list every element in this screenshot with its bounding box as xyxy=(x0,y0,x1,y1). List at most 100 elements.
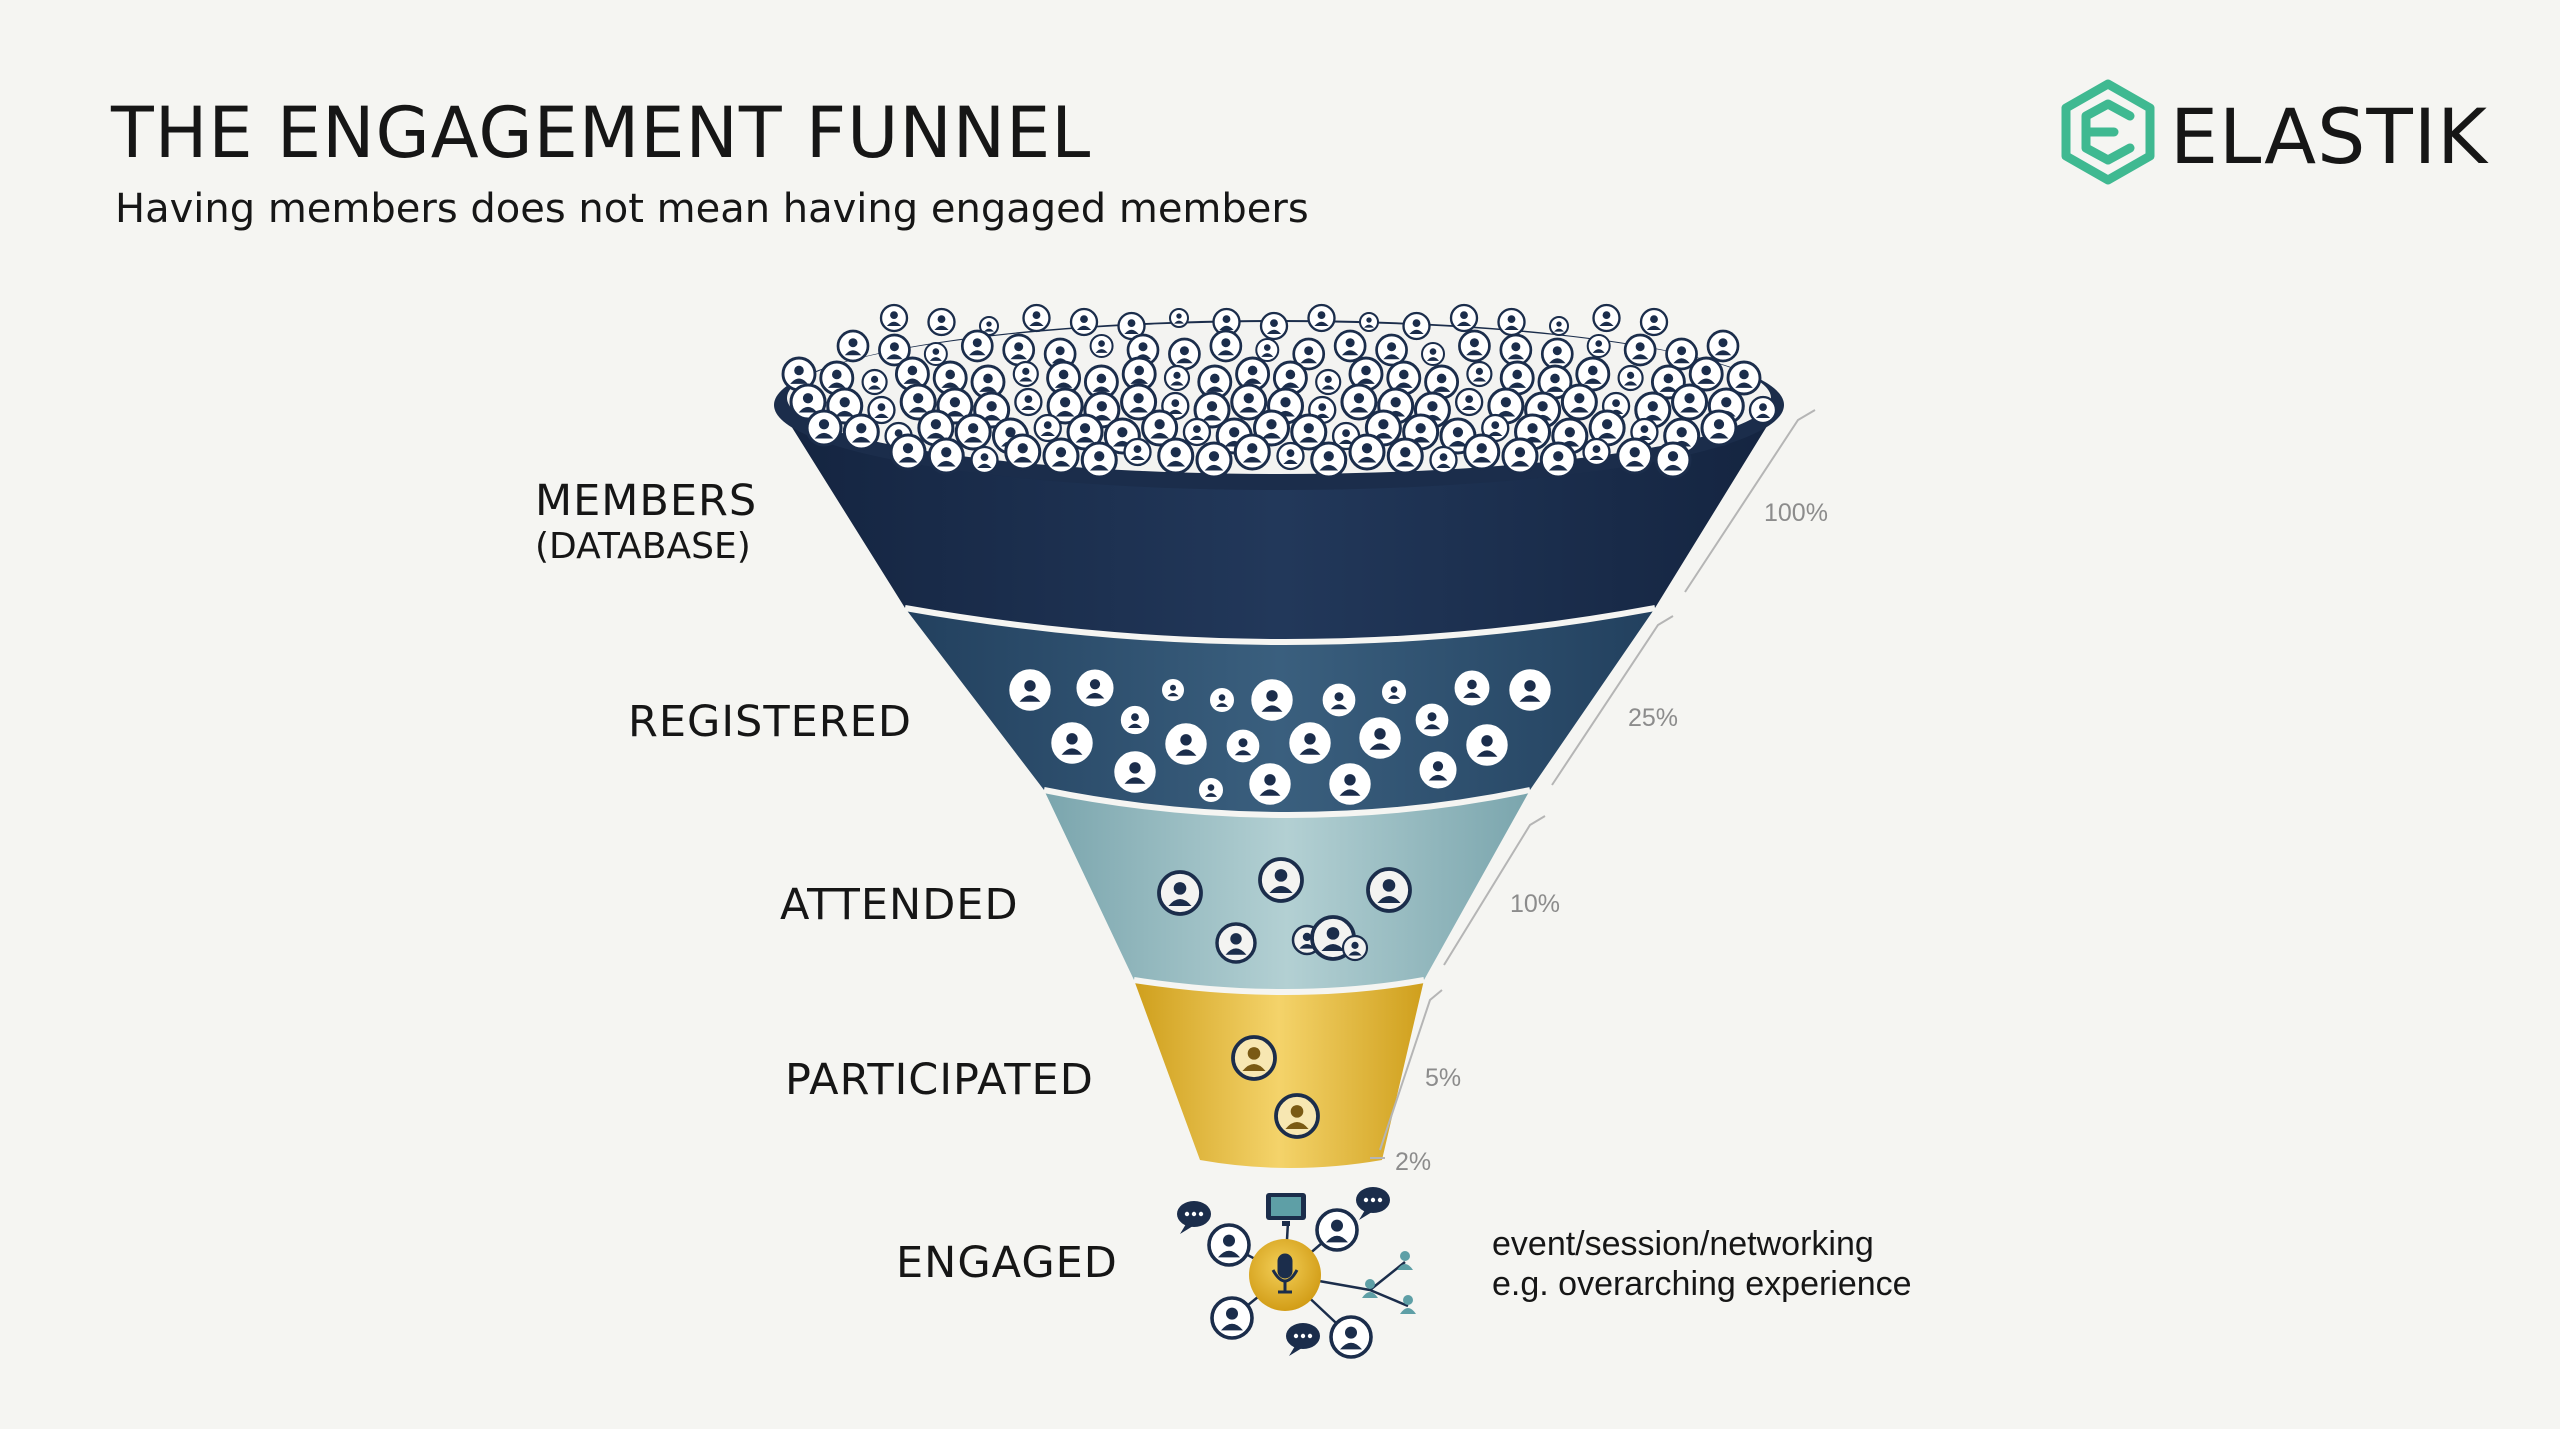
member-avatar-icon xyxy=(1348,433,1386,471)
member-avatar-icon xyxy=(1163,364,1191,392)
member-avatar-icon xyxy=(1623,333,1657,367)
member-avatar-icon xyxy=(879,303,909,333)
small-person-icon xyxy=(1397,1251,1413,1270)
member-avatar-icon xyxy=(1539,441,1577,479)
member-avatar-icon xyxy=(1540,337,1574,371)
member-avatar-icon xyxy=(1700,409,1738,447)
member-avatar-icon xyxy=(1195,441,1233,479)
registered-avatar-icon xyxy=(1226,729,1260,763)
member-avatar-icon xyxy=(1233,433,1271,471)
engaged-avatar-icon xyxy=(1329,1315,1373,1359)
member-avatar-icon xyxy=(1748,395,1778,425)
member-avatar-icon xyxy=(1592,303,1621,333)
member-avatar-icon xyxy=(1252,409,1291,447)
registered-avatar-icon xyxy=(1165,723,1207,765)
member-avatar-icon xyxy=(819,360,855,396)
member-avatar-icon xyxy=(1588,409,1626,447)
member-avatar-icon xyxy=(1069,307,1099,337)
member-avatar-icon xyxy=(1454,387,1484,417)
member-avatar-icon xyxy=(1359,312,1379,332)
member-avatar-icon xyxy=(1549,316,1569,336)
page-subtitle: Having members does not mean having enga… xyxy=(115,186,1309,232)
registered-avatar-icon xyxy=(1120,705,1150,735)
member-avatar-icon xyxy=(954,413,992,451)
registered-avatar-icon xyxy=(1076,669,1114,707)
stage-label-members: MEMBERS (DATABASE) xyxy=(535,476,757,567)
member-avatar-icon xyxy=(1688,356,1724,392)
monitor-icon xyxy=(1266,1193,1306,1226)
percent-participated: 5% xyxy=(1425,1064,1461,1092)
member-avatar-icon xyxy=(1209,329,1243,363)
registered-avatar-icon xyxy=(1251,679,1293,721)
member-avatar-icon xyxy=(1033,413,1062,443)
registered-avatar-icon xyxy=(1415,703,1449,737)
member-avatar-icon xyxy=(1230,383,1268,421)
registered-avatar-icon xyxy=(1051,722,1093,764)
member-avatar-icon xyxy=(1315,368,1342,396)
member-avatar-icon xyxy=(1276,441,1305,471)
member-avatar-icon xyxy=(1665,337,1698,371)
engaged-avatar-icon xyxy=(1210,1296,1254,1340)
registered-avatar-icon xyxy=(1009,669,1051,711)
member-avatar-icon xyxy=(1255,338,1280,362)
member-avatar-icon xyxy=(927,437,965,475)
member-avatar-icon xyxy=(1560,383,1598,421)
stage-members-sublabel: (DATABASE) xyxy=(535,526,751,567)
member-avatar-icon xyxy=(1014,387,1043,417)
page-title: THE ENGAGEMENT FUNNEL xyxy=(111,92,1092,174)
attended-avatar-icon xyxy=(1366,867,1412,913)
registered-avatar-icon xyxy=(1322,683,1356,717)
member-avatar-icon xyxy=(1169,308,1189,328)
member-avatar-icon xyxy=(970,445,999,475)
member-avatar-icon xyxy=(889,433,927,471)
engaged-avatar-icon xyxy=(1315,1208,1359,1252)
brand-logo: ELASTIK xyxy=(2058,78,2487,188)
member-avatar-icon xyxy=(1290,413,1328,451)
chat-bubble-icon xyxy=(1356,1187,1390,1220)
engaged-description: event/session/networking e.g. overarchin… xyxy=(1492,1224,1912,1304)
member-avatar-icon xyxy=(1012,360,1039,388)
member-avatar-icon xyxy=(1537,364,1573,400)
chat-bubbles xyxy=(1177,1187,1390,1356)
registered-avatar-icon xyxy=(1114,751,1156,793)
member-avatar-icon xyxy=(1083,364,1119,400)
member-avatar-icon xyxy=(923,342,948,366)
registered-avatar-icon xyxy=(1329,763,1371,805)
stage-label-engaged: ENGAGED xyxy=(896,1238,1118,1288)
member-avatar-icon xyxy=(1310,441,1348,479)
member-avatar-icon xyxy=(1706,329,1740,363)
member-avatar-icon xyxy=(1235,356,1271,392)
member-avatar-icon xyxy=(1586,334,1611,358)
engaged-network xyxy=(1177,1187,1416,1359)
registered-avatar-icon xyxy=(1210,688,1234,712)
stage-label-attended: ATTENDED xyxy=(780,880,1019,930)
member-avatar-icon xyxy=(1386,437,1424,475)
member-avatar-icon xyxy=(1002,333,1036,367)
attended-avatar-icon xyxy=(1157,870,1203,916)
member-avatar-icon xyxy=(1616,437,1654,475)
member-avatar-icon xyxy=(1004,433,1042,471)
brand-name: ELASTIK xyxy=(2170,92,2489,181)
member-avatar-icon xyxy=(1501,437,1539,475)
member-avatar-icon xyxy=(1463,433,1501,471)
member-avatar-icon xyxy=(894,356,930,392)
member-avatar-icon xyxy=(1466,360,1493,388)
member-avatar-icon xyxy=(979,316,999,336)
member-avatar-icon xyxy=(1458,329,1491,363)
member-avatar-icon xyxy=(1617,364,1644,392)
attended-avatar-icon xyxy=(1258,857,1304,903)
member-avatar-icon xyxy=(1497,307,1526,337)
member-avatar-icon xyxy=(1726,360,1762,396)
percent-engaged: 2% xyxy=(1395,1148,1431,1176)
member-avatar-icon xyxy=(1123,437,1152,467)
registered-avatar-icon xyxy=(1289,722,1331,764)
member-avatar-icon xyxy=(1193,391,1231,429)
attended-avatar-icon xyxy=(1341,934,1369,962)
percentage-brackets xyxy=(1370,409,1816,1159)
engaged-people xyxy=(1207,1208,1416,1359)
chat-bubble-icon xyxy=(1286,1323,1320,1356)
chat-bubble-icon xyxy=(1177,1201,1211,1234)
member-avatar-icon xyxy=(1022,303,1051,333)
registered-avatar-icon xyxy=(1249,763,1291,805)
